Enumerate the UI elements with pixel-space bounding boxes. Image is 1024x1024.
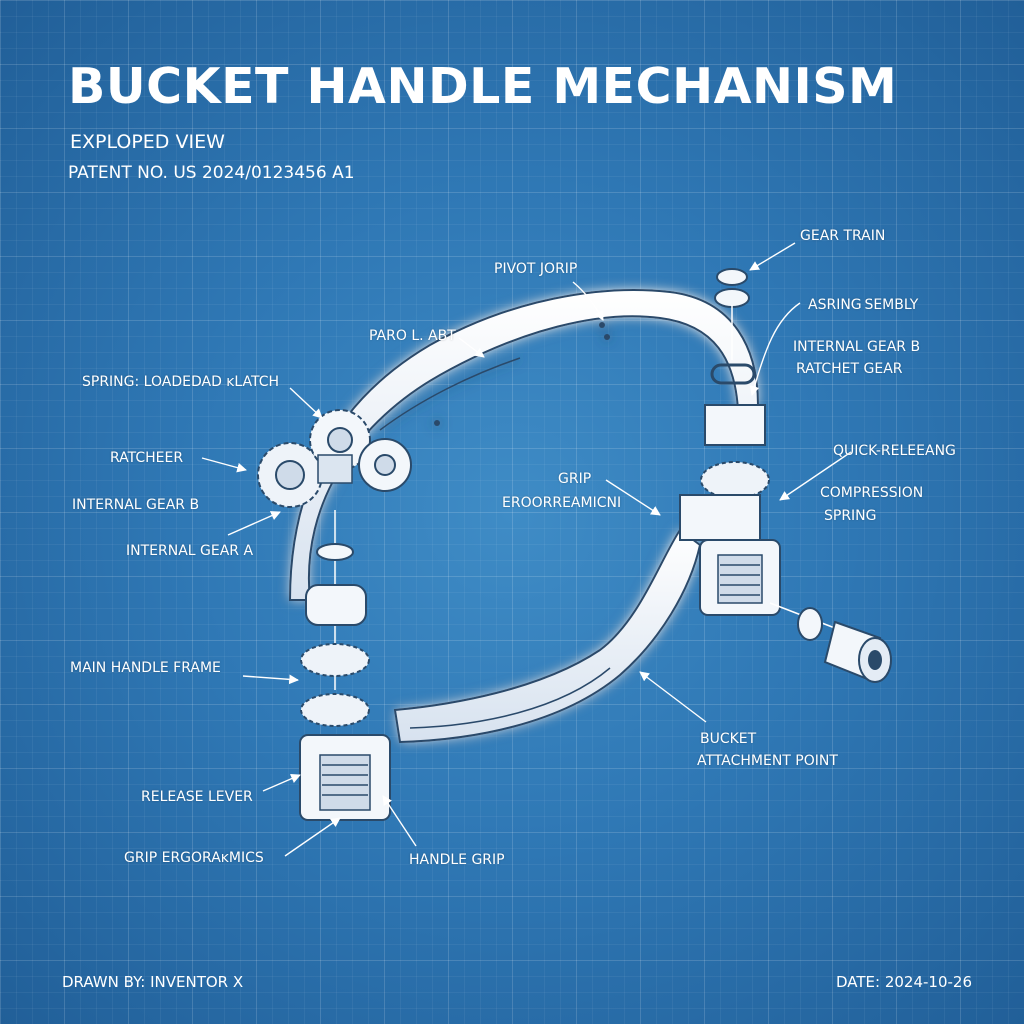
label-compression-1: COMPRESSION	[820, 485, 924, 501]
label-release-lever: RELEASE LEVER	[141, 789, 253, 805]
label-bucket-1: BUCKET	[700, 731, 757, 747]
label-quick-release: QUICK-RELEEANG	[833, 443, 956, 459]
label-compression-2: SPRING	[824, 508, 877, 524]
exploded-pin	[769, 602, 892, 683]
label-handle-grip: HANDLE GRIP	[409, 852, 505, 868]
label-internal-gear-b-left: INTERNAL GEAR B	[72, 497, 200, 513]
label-paro-abt: PARO L. ABT	[369, 328, 456, 344]
label-grip-ergoramics: GRIP ERGORAĸMICS	[124, 850, 264, 866]
label-ratcheer: RATCHEER	[110, 450, 184, 466]
drawn-by: DRAWN BY: INVENTOR X	[62, 973, 244, 991]
right-stack	[679, 268, 781, 616]
leader-lines	[201, 242, 852, 857]
page-title: BUCKET HANDLE MECHANISM	[68, 58, 898, 115]
label-internal-gear-b-right: INTERNAL GEAR B	[793, 339, 921, 355]
left-gear-cluster	[257, 409, 412, 508]
drawing-date: DATE: 2024-10-26	[835, 973, 972, 991]
left-stack	[299, 510, 391, 821]
label-spring-assembly: ASRING SEMBLY	[808, 297, 919, 313]
label-internal-gear-a: INTERNAL GEAR A	[126, 543, 254, 559]
patent-number: PATENT NO. US 2024/0123456 A1	[68, 163, 355, 183]
label-ratchet-gear: RATCHET GEAR	[796, 361, 903, 377]
label-gear-train: GEAR TRAIN	[800, 228, 886, 244]
label-pivot-joint: PIVOT JORIP	[494, 261, 578, 277]
label-main-handle-frame: MAIN HANDLE FRAME	[70, 660, 221, 676]
label-grip-2: EROORREAMICNI	[502, 495, 622, 511]
label-bucket-2: ATTACHMENT POINT	[697, 753, 838, 769]
page-subtitle: EXPLOPED VIEW	[70, 131, 225, 153]
label-grip-1: GRIP	[558, 471, 592, 487]
label-spring-loaded-latch: SPRING: LOADEDAD ĸLATCH	[82, 374, 280, 390]
